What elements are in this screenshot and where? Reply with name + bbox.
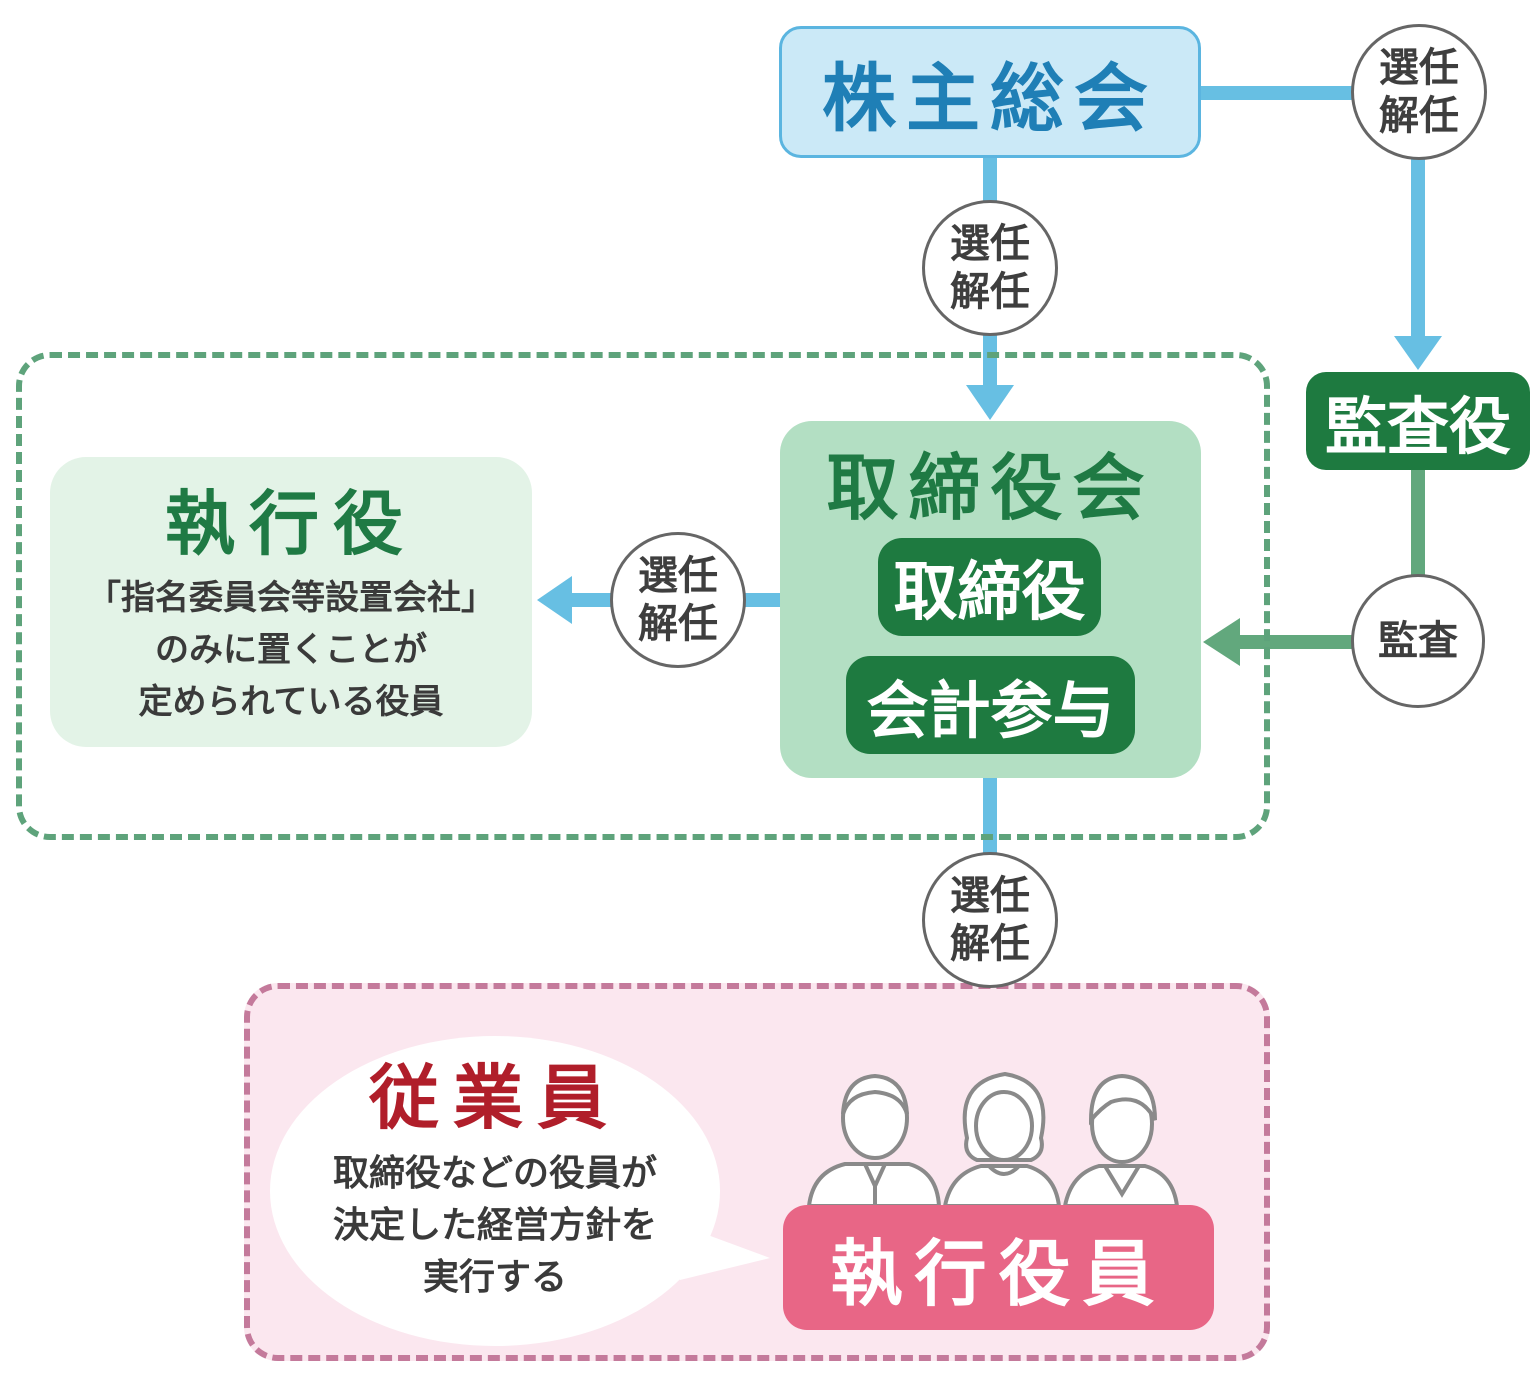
badge-appoint-dismiss-board: 選任 解任 xyxy=(922,200,1058,336)
person-female-icon xyxy=(942,1071,1062,1208)
accounting-advisor-pill: 会計参与 xyxy=(846,656,1135,754)
person-staff-icon xyxy=(1062,1073,1180,1208)
badge-appoint-dismiss-officer: 選任 解任 xyxy=(922,852,1058,988)
governance-group-frame xyxy=(16,352,1270,840)
arrow-audit-to-board xyxy=(1203,618,1240,666)
people-icons xyxy=(806,1071,1180,1208)
employee-description: 取締役などの役員が 決定した経営方針を 実行する xyxy=(332,1153,657,1298)
badge-appoint-dismiss-executive: 選任 解任 xyxy=(610,532,746,668)
badge-audit: 監査 xyxy=(1351,574,1485,708)
person-male-icon xyxy=(806,1073,942,1208)
executive-description: 「指名委員会等設置会社」 のみに置くことが 定められている役員 xyxy=(87,578,495,722)
badge-appoint-dismiss-auditor: 選任 解任 xyxy=(1351,24,1487,160)
director-pill: 取締役 xyxy=(878,538,1101,636)
board-of-directors-title: 取締役会 xyxy=(826,445,1155,530)
employee-speech-bubble xyxy=(270,1036,720,1346)
arrow-to-auditor xyxy=(1394,336,1442,370)
executive-officer-box: 執行役員 xyxy=(783,1205,1214,1330)
auditor-box: 監査役 xyxy=(1306,372,1530,470)
executive-title: 執行役 xyxy=(165,482,417,565)
arrow-to-executive xyxy=(537,576,572,624)
shareholders-meeting-box: 株主総会 xyxy=(779,26,1201,158)
arrow-to-board xyxy=(966,385,1014,420)
employee-title: 従業員 xyxy=(369,1056,621,1139)
executive-box xyxy=(50,457,532,747)
